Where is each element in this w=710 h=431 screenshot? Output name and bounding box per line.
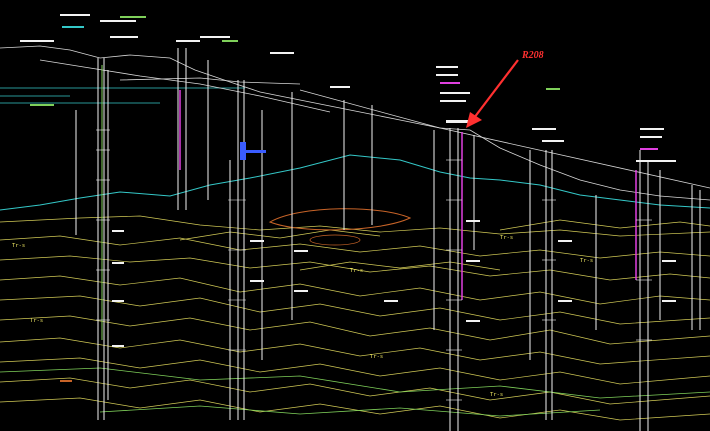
layer-label: Tr-s (370, 354, 383, 360)
layer-label: Tr-s (580, 258, 593, 264)
layer-labels: Tr-s Tr-s Tr-s Tr-s Tr-s Tr-s Tr-s (12, 235, 593, 398)
layer-label: Tr-s (30, 318, 43, 324)
depth-labels (112, 220, 676, 347)
lens-layer (268, 208, 412, 231)
layer-label: Tr-s (350, 268, 363, 274)
depth-ticks (96, 129, 652, 401)
geological-layers (0, 215, 710, 421)
colored-annotations (30, 16, 658, 382)
borehole-columns (75, 48, 701, 431)
r208-callout: R208 (466, 50, 544, 128)
lower-layer-lines (0, 367, 710, 417)
r208-label: R208 (521, 50, 544, 61)
ground-surface-profile (0, 45, 710, 201)
blue-markers (240, 142, 266, 160)
layer-label: Tr-s (500, 235, 513, 241)
lens-layer-small (309, 234, 361, 246)
layer-label: Tr-s (490, 392, 503, 398)
layer-label: Tr-s (12, 243, 25, 249)
reference-lines (0, 87, 245, 104)
surface-line (0, 154, 710, 211)
annotation-blocks (20, 14, 676, 162)
